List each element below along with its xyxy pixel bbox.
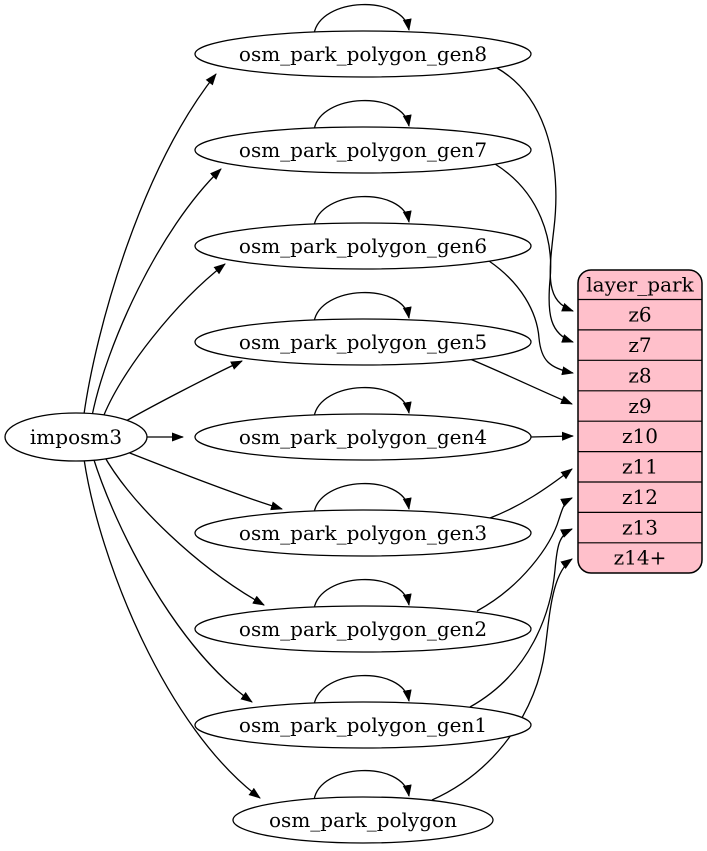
edge-imposm3-to-gen7 xyxy=(91,168,222,417)
node-osm-park-polygon-gen2: osm_park_polygon_gen2 xyxy=(194,605,532,653)
self-loop-gen8 xyxy=(313,3,412,35)
edge-gen8-to-z6 xyxy=(496,67,574,312)
layer-park-title: layer_park xyxy=(586,273,694,297)
gen7-label: osm_park_polygon_gen7 xyxy=(239,138,487,162)
self-loop-gen2 xyxy=(313,578,412,610)
gen2-label: osm_park_polygon_gen2 xyxy=(239,617,487,641)
edge-imposm3-to-gen3 xyxy=(116,447,283,511)
polygon-ellipse xyxy=(232,796,494,844)
gen4-ellipse xyxy=(194,413,532,461)
imposm3-label: imposm3 xyxy=(30,425,122,449)
gen8-label: osm_park_polygon_gen8 xyxy=(239,42,487,66)
edge-imposm3-to-polygon xyxy=(83,458,261,799)
gen8-ellipse xyxy=(194,30,532,78)
layer-row-z12: z12 xyxy=(622,485,658,509)
self-loop-edges xyxy=(313,3,412,801)
gen7-ellipse xyxy=(194,126,532,174)
polygon-label: osm_park_polygon xyxy=(269,808,457,832)
self-loop-gen6 xyxy=(313,195,412,227)
layer-row-z13: z13 xyxy=(622,515,658,539)
edge-gen7-to-z7 xyxy=(494,163,574,343)
self-loop-gen5 xyxy=(313,291,412,323)
edge-gen5-to-z9 xyxy=(469,358,573,405)
node-imposm3: imposm3 xyxy=(4,412,148,462)
edge-imposm3-to-gen1 xyxy=(92,456,253,703)
node-layer-park: layer_park z6 z7 z8 z9 z10 z11 z12 z13 z… xyxy=(577,269,703,574)
edges-tables-to-layer xyxy=(431,67,574,801)
layer-row-z11: z11 xyxy=(622,455,658,479)
self-loop-gen7 xyxy=(313,99,412,131)
node-osm-park-polygon-gen1: osm_park_polygon_gen1 xyxy=(194,701,532,749)
node-osm-park-polygon-gen7: osm_park_polygon_gen7 xyxy=(194,126,532,174)
edge-imposm3-to-gen5 xyxy=(116,360,243,427)
node-osm-park-polygon-gen4: osm_park_polygon_gen4 xyxy=(194,413,532,461)
layer-row-z10: z10 xyxy=(622,424,658,448)
gen1-label: osm_park_polygon_gen1 xyxy=(239,713,487,737)
edge-imposm3-to-gen6 xyxy=(101,263,226,421)
self-loop-gen4 xyxy=(313,386,412,418)
layer-row-z6: z6 xyxy=(628,303,651,327)
node-osm-park-polygon: osm_park_polygon xyxy=(232,796,494,844)
edge-gen2-to-z12 xyxy=(476,497,573,612)
layer-row-z8: z8 xyxy=(628,363,651,387)
edge-gen3-to-z11 xyxy=(489,468,573,519)
edge-imposm3-to-gen2 xyxy=(102,453,265,606)
edges-source-to-tables xyxy=(83,73,283,799)
self-loop-polygon xyxy=(313,769,412,801)
layer-row-z7: z7 xyxy=(628,333,651,357)
gen2-ellipse xyxy=(194,605,532,653)
node-osm-park-polygon-gen6: osm_park_polygon_gen6 xyxy=(194,222,532,270)
imposm3-ellipse xyxy=(4,412,148,462)
gen3-ellipse xyxy=(194,509,532,557)
layer-row-z9: z9 xyxy=(628,394,651,418)
edge-imposm3-to-gen8 xyxy=(83,73,217,415)
self-loop-gen1 xyxy=(313,674,412,706)
edge-polygon-to-z14 xyxy=(431,558,573,801)
node-osm-park-polygon-gen8: osm_park_polygon_gen8 xyxy=(194,30,532,78)
gen4-label: osm_park_polygon_gen4 xyxy=(239,425,487,449)
self-loop-gen3 xyxy=(313,482,412,514)
gen5-label: osm_park_polygon_gen5 xyxy=(239,330,487,354)
node-osm-park-polygon-gen3: osm_park_polygon_gen3 xyxy=(194,509,532,557)
gen3-label: osm_park_polygon_gen3 xyxy=(239,521,487,545)
gen6-ellipse xyxy=(194,222,532,270)
gen6-label: osm_park_polygon_gen6 xyxy=(239,234,487,258)
edge-gen4-to-z10 xyxy=(530,431,574,441)
node-osm-park-polygon-gen5: osm_park_polygon_gen5 xyxy=(194,318,532,366)
gen5-ellipse xyxy=(194,318,532,366)
layer-row-z14: z14+ xyxy=(614,545,667,569)
edge-gen6-to-z8 xyxy=(488,260,574,376)
gen1-ellipse xyxy=(194,701,532,749)
edge-gen1-to-z13 xyxy=(469,528,573,708)
